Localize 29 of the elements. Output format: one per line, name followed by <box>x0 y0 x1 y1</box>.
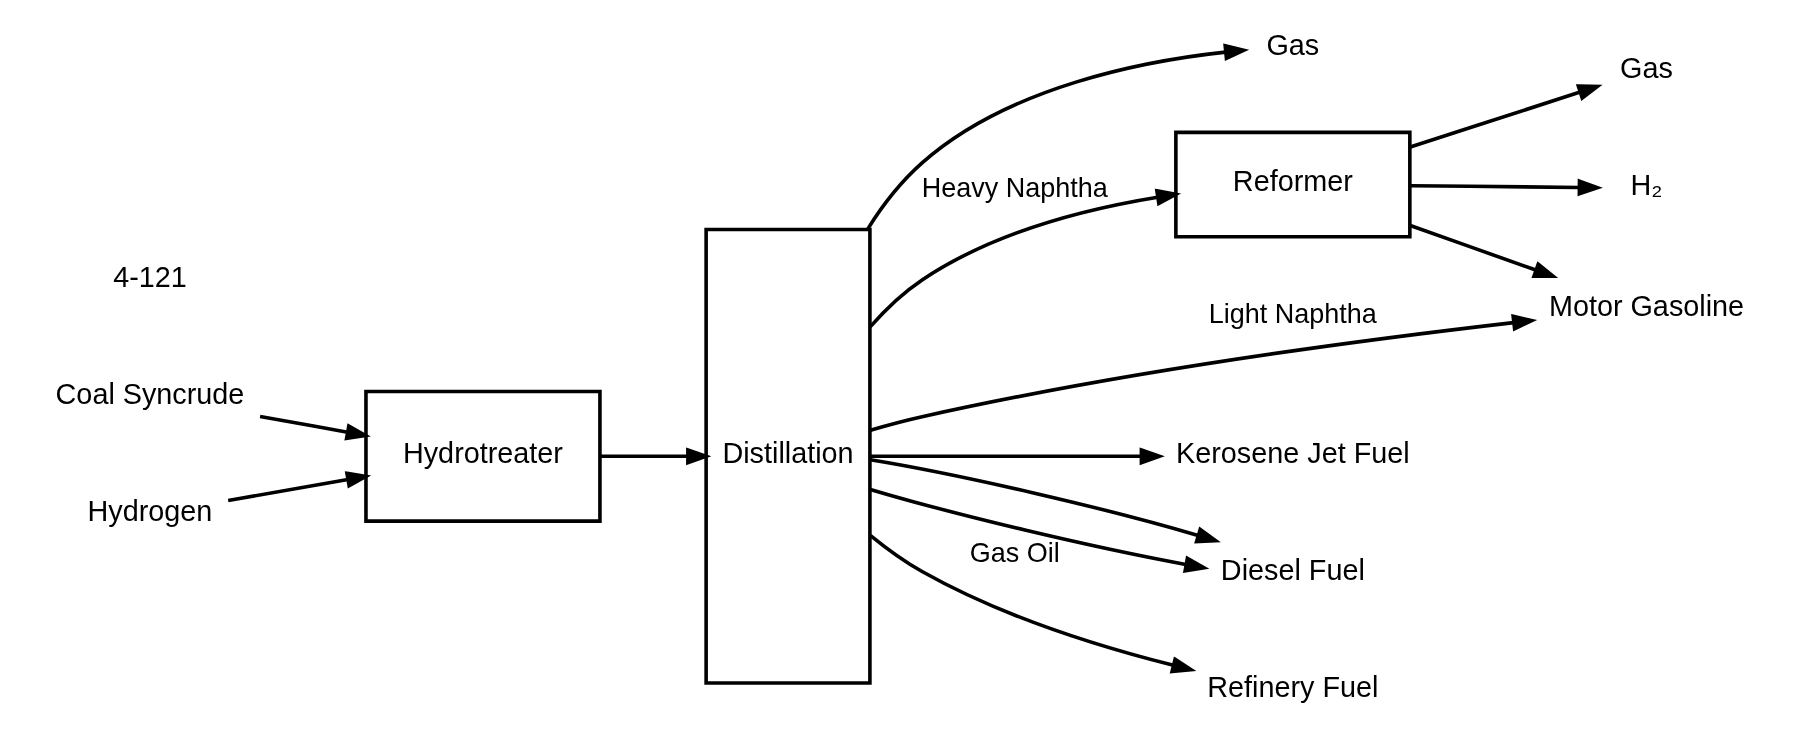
arrow <box>1409 84 1603 149</box>
arrow <box>866 43 1250 230</box>
node-text: Gas <box>1266 28 1320 61</box>
edge-label: Heavy Naphtha <box>921 173 1108 204</box>
node-text: Kerosene Jet Fuel <box>1176 437 1410 470</box>
arrow <box>1410 178 1603 197</box>
node-text: Coal Syncrude <box>55 377 245 410</box>
arrow <box>1409 223 1559 278</box>
arrow <box>870 314 1538 432</box>
node-text: Gas <box>1620 51 1673 84</box>
arrow <box>227 471 372 503</box>
arrow <box>869 534 1197 674</box>
node-box: Hydrotreater <box>364 389 602 523</box>
edge-label: Gas Oil <box>969 538 1060 569</box>
arrow <box>259 414 371 441</box>
node-box: Distillation <box>704 227 872 685</box>
node-box: Reformer <box>1174 130 1412 239</box>
node-text: Hydrogen <box>87 494 213 527</box>
arrow <box>600 447 712 466</box>
arrow <box>870 447 1165 466</box>
node-text: H₂ <box>1630 168 1663 201</box>
label: 4-121 <box>113 260 187 293</box>
arrow <box>870 457 1221 544</box>
edge-label: Light Naphtha <box>1208 299 1377 330</box>
node-text: Motor Gasoline <box>1548 289 1745 322</box>
arrow <box>868 188 1182 329</box>
node-text: Refinery Fuel <box>1207 671 1379 704</box>
arrow <box>869 487 1210 573</box>
node-text: Diesel Fuel <box>1220 554 1365 587</box>
